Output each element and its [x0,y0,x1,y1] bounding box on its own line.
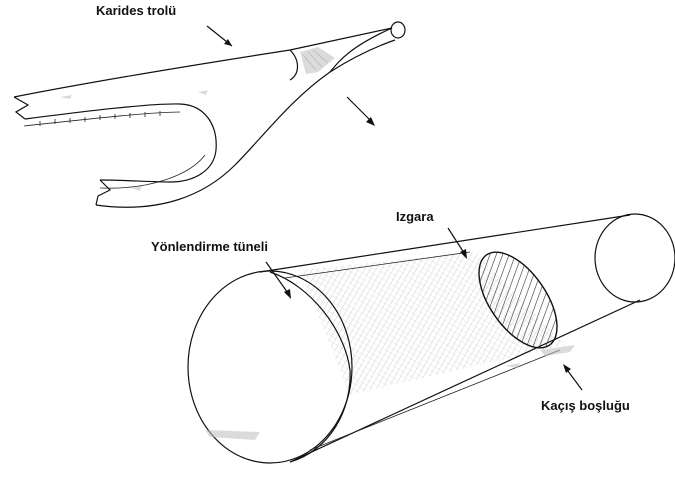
escape-opening-label: Kaçış boşluğu [541,398,630,414]
float-line [40,111,160,126]
shrimp-trawl-label: Karides trolü [96,3,176,19]
grid-label: Izgara [396,209,434,225]
guiding-tunnel-label: Yönlendirme tüneli [151,239,268,255]
trawl-label-arrow [207,26,232,46]
rear-opening [595,214,675,302]
zoom-arrow [347,97,375,126]
escape-label-arrow [563,364,582,390]
shrimp-trawl-drawing [14,22,405,207]
